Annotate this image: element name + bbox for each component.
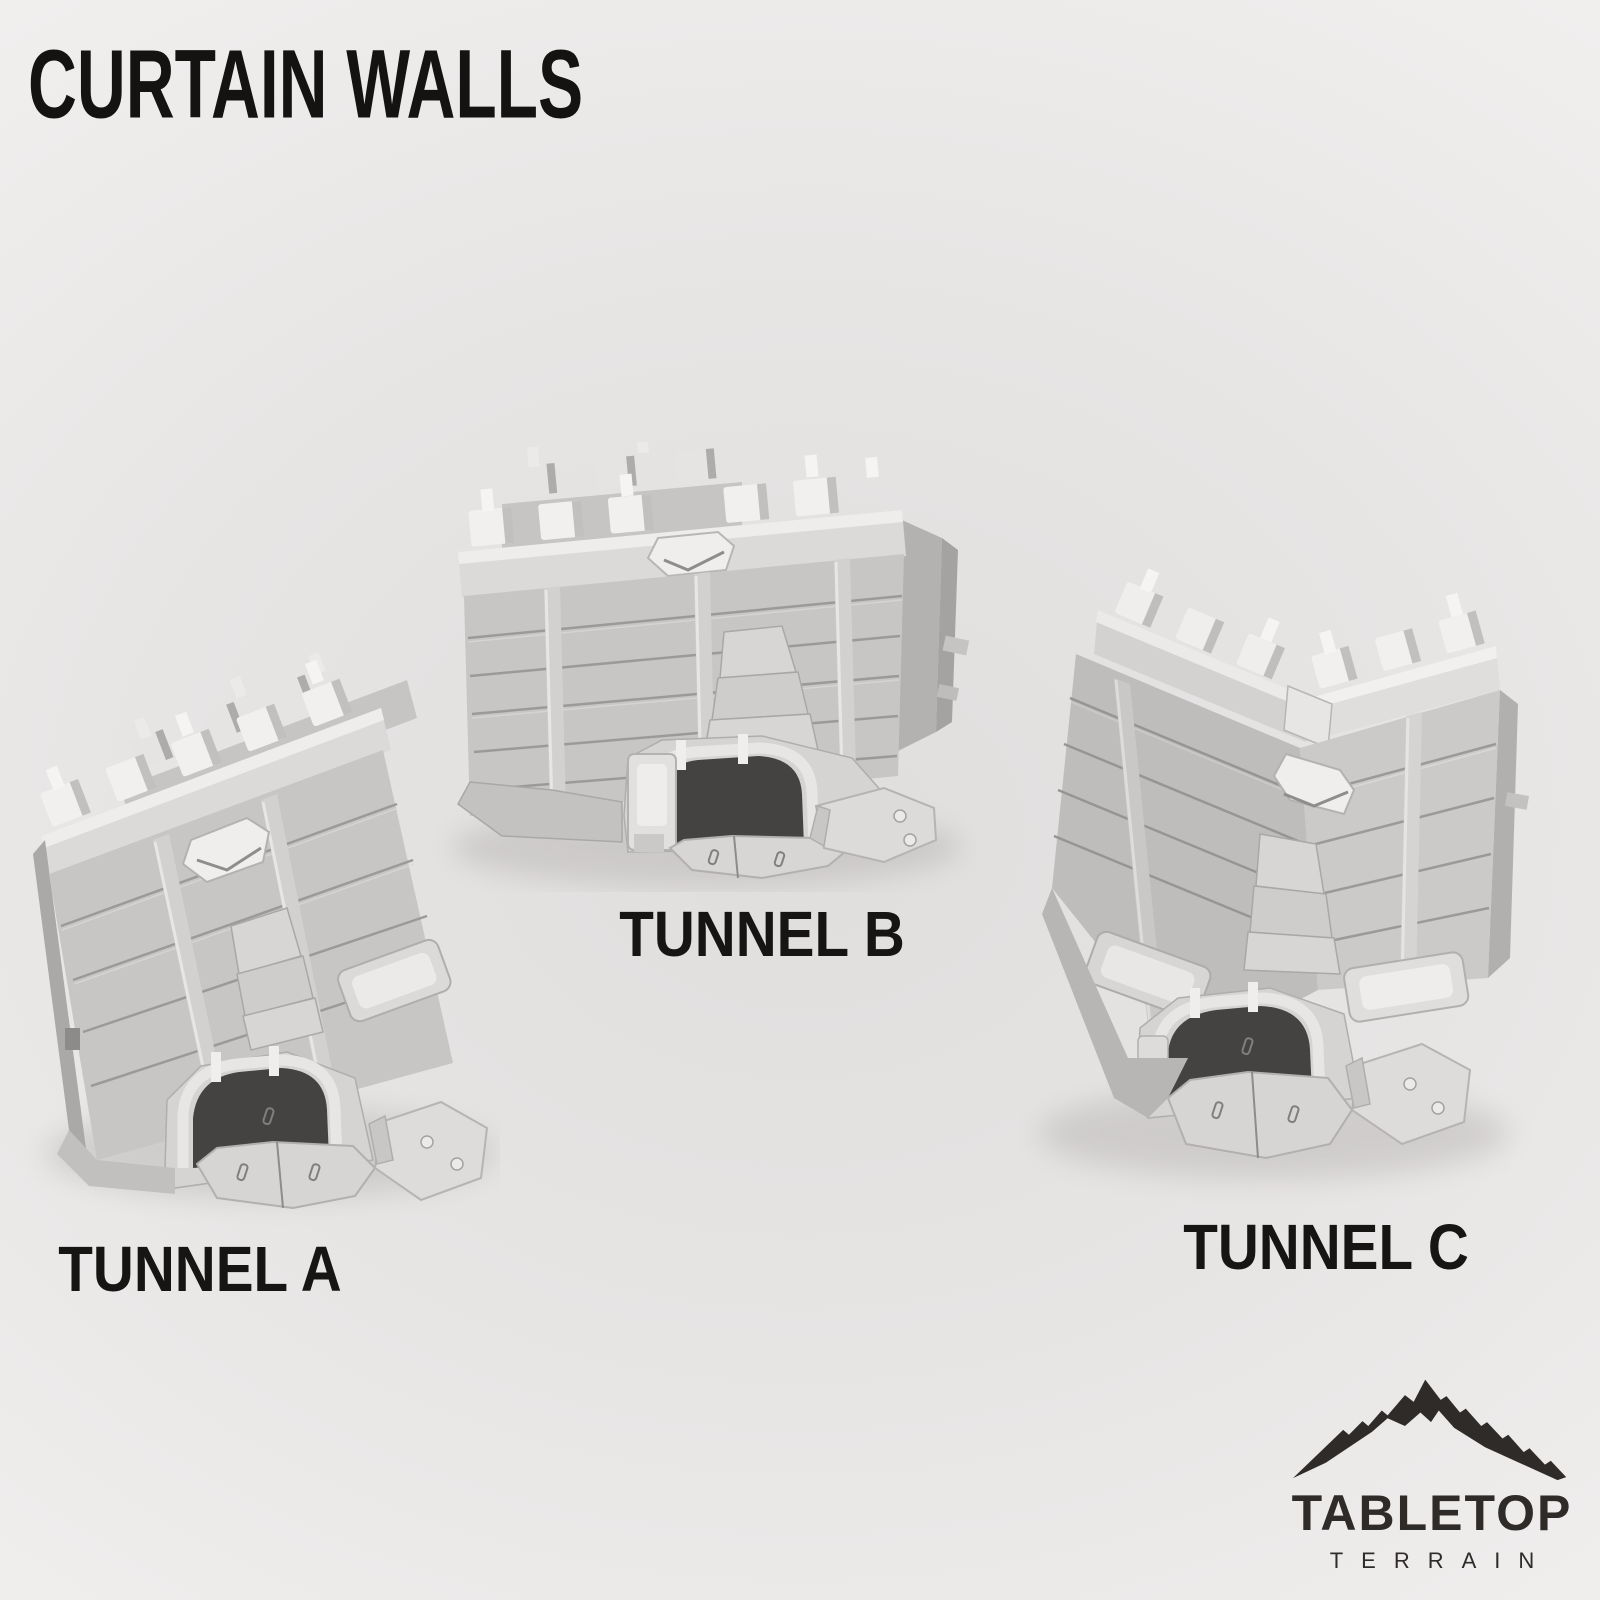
tunnel-b-model bbox=[452, 442, 970, 887]
wall-face-right bbox=[1300, 690, 1530, 990]
tunnel-c-model bbox=[1038, 568, 1530, 1179]
tunnel-a-model bbox=[33, 652, 495, 1210]
tunnel-a-label: TUNNEL A bbox=[58, 1234, 342, 1306]
wall-ribs bbox=[544, 558, 856, 810]
base-foot bbox=[1042, 888, 1188, 1118]
tunnel-b-label: TUNNEL B bbox=[619, 899, 905, 971]
connector-clip bbox=[942, 635, 970, 656]
base-foot bbox=[57, 1130, 175, 1194]
tunnel-c-label: TUNNEL C bbox=[1183, 1212, 1469, 1284]
wall-right-edge bbox=[936, 538, 958, 732]
connector-clip bbox=[936, 684, 960, 701]
mountain-icon bbox=[1292, 1379, 1567, 1481]
wall-plaque bbox=[646, 530, 736, 578]
side-panel-right bbox=[1343, 951, 1470, 1023]
wall-buttress bbox=[230, 907, 324, 1051]
brand-name: TABLETOP bbox=[1291, 1485, 1573, 1541]
battlements bbox=[1094, 568, 1500, 750]
tunnel-b-render bbox=[432, 442, 977, 892]
side-panel bbox=[337, 938, 452, 1023]
front-battlements bbox=[40, 659, 391, 878]
brand-logo: TABLETOP TERRAIN bbox=[1282, 1370, 1582, 1574]
wall-plaque bbox=[1272, 752, 1356, 816]
side-panel-left bbox=[1083, 930, 1212, 1020]
brand-subname: TERRAIN bbox=[1329, 1548, 1553, 1573]
base-plates bbox=[1166, 1037, 1472, 1160]
wall-plaque bbox=[181, 816, 271, 884]
base-plates bbox=[195, 1100, 489, 1210]
tunnel-c-render bbox=[1018, 558, 1538, 1208]
wall-left-edge bbox=[33, 840, 87, 1156]
base-plates bbox=[668, 786, 938, 880]
wall-buttress bbox=[1243, 833, 1341, 975]
base-foot bbox=[457, 781, 623, 843]
page-title: CURTAIN WALLS bbox=[28, 29, 584, 139]
tunnel-a-render bbox=[25, 608, 500, 1233]
